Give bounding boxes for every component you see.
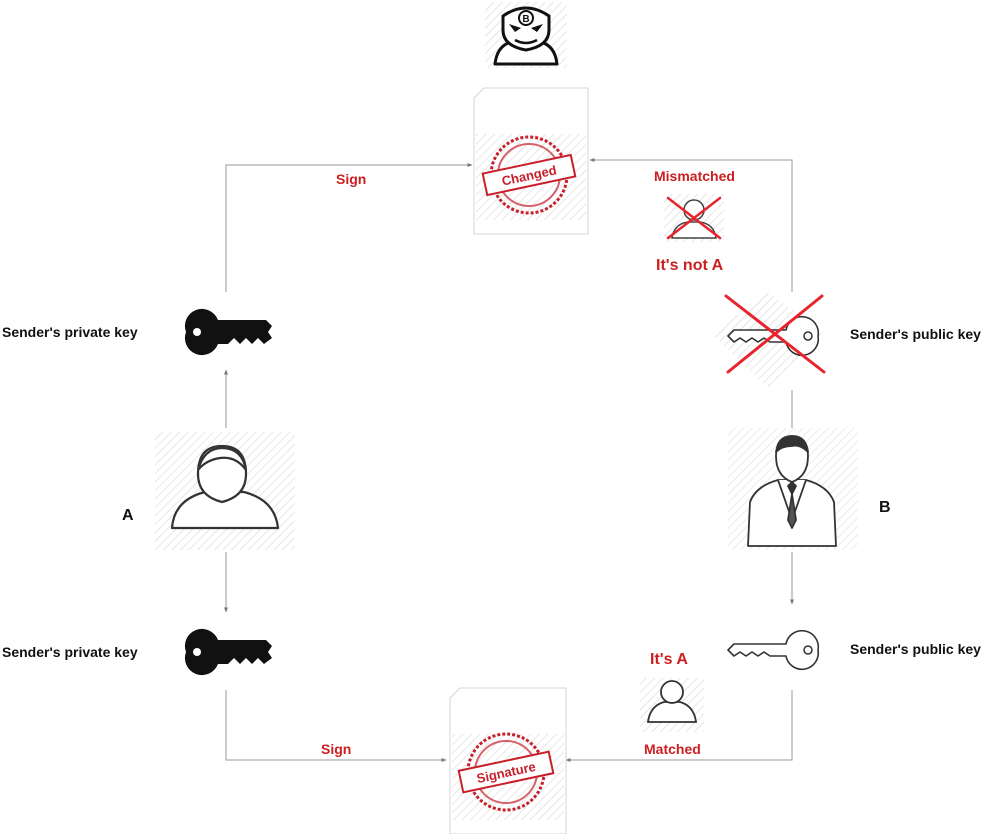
label-party-a: A bbox=[122, 507, 134, 524]
connector-sign-bottom bbox=[225, 690, 447, 762]
label-its-not-a: It's not A bbox=[656, 257, 724, 274]
label-sign-top: Sign bbox=[336, 171, 367, 187]
stamp-icon: Signature bbox=[457, 732, 555, 812]
person-a-icon bbox=[155, 432, 295, 550]
label-matched: Matched bbox=[644, 741, 701, 757]
private-key-icon bbox=[184, 628, 272, 676]
public-key-crossed bbox=[712, 292, 826, 388]
document-signature: Signature bbox=[449, 687, 567, 834]
label-public-key-top: Sender's public key bbox=[850, 326, 981, 342]
hacker-icon: B bbox=[485, 2, 567, 68]
connector-mismatched bbox=[589, 158, 793, 292]
cross-icon bbox=[666, 196, 722, 240]
label-private-key-top: Sender's private key bbox=[2, 324, 138, 340]
label-mismatched: Mismatched bbox=[654, 168, 735, 184]
label-party-b: B bbox=[879, 499, 891, 516]
cross-icon bbox=[724, 294, 826, 374]
businessman-icon bbox=[728, 428, 858, 550]
private-key-icon bbox=[184, 308, 272, 356]
connector-lines bbox=[224, 158, 794, 762]
connector-matched bbox=[565, 690, 793, 762]
label-sign-bottom: Sign bbox=[321, 741, 352, 757]
label-public-key-bottom: Sender's public key bbox=[850, 641, 981, 657]
label-its-a: It's A bbox=[650, 651, 688, 668]
hacker-badge: B bbox=[522, 14, 529, 25]
public-key-icon bbox=[727, 629, 820, 671]
person-matched-icon bbox=[640, 678, 704, 732]
label-private-key-bottom: Sender's private key bbox=[2, 644, 138, 660]
document-changed: Changed bbox=[473, 87, 589, 235]
connector-sign-top bbox=[225, 163, 473, 292]
person-mismatched-icon bbox=[664, 194, 724, 242]
